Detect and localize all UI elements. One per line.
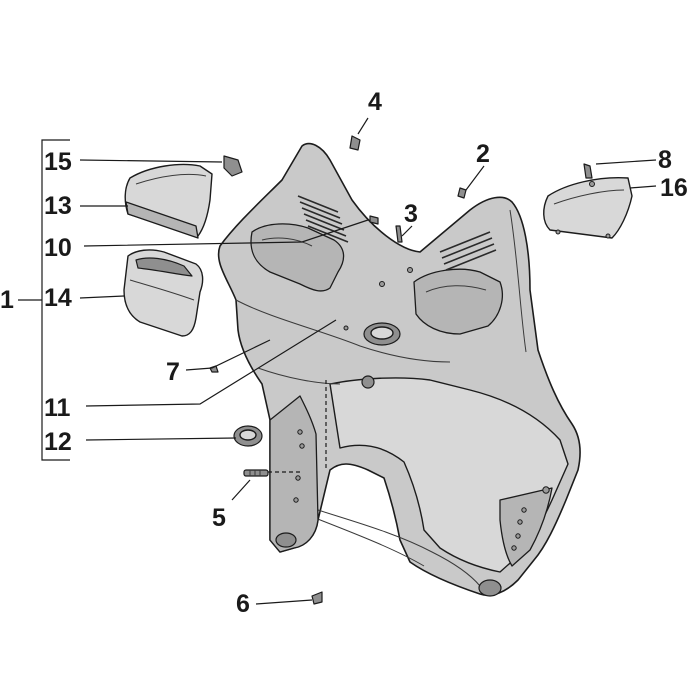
callout-8: 8 — [658, 146, 672, 174]
clip-part-15 — [223, 155, 243, 177]
right-vent-grille — [439, 231, 497, 271]
cover-panel-part-16 — [543, 176, 633, 239]
callout-15: 15 — [44, 148, 72, 176]
callout-1: 1 — [0, 286, 14, 314]
callout-14: 14 — [44, 284, 72, 312]
storage-bin-part — [123, 249, 204, 337]
tray-lid-part — [124, 163, 213, 239]
callout-2: 2 — [476, 140, 490, 168]
callout-12: 12 — [44, 428, 72, 456]
callout-7: 7 — [166, 358, 180, 386]
callout-5: 5 — [212, 504, 226, 532]
callout-10: 10 — [44, 234, 72, 262]
hardware-items — [209, 135, 593, 605]
callout-6: 6 — [236, 590, 250, 618]
grommet-part-12 — [233, 425, 263, 447]
left-vent-grille — [297, 195, 349, 243]
callout-3: 3 — [404, 200, 418, 228]
callout-4: 4 — [368, 88, 382, 116]
callout-16: 16 — [660, 174, 688, 202]
callout-11: 11 — [44, 394, 71, 422]
callout-labels: 1 2 3 4 5 6 7 8 10 11 12 13 14 15 16 — [0, 88, 688, 618]
callout-13: 13 — [44, 192, 72, 220]
leader-lines — [18, 117, 657, 605]
leg-shield-body — [217, 142, 581, 597]
